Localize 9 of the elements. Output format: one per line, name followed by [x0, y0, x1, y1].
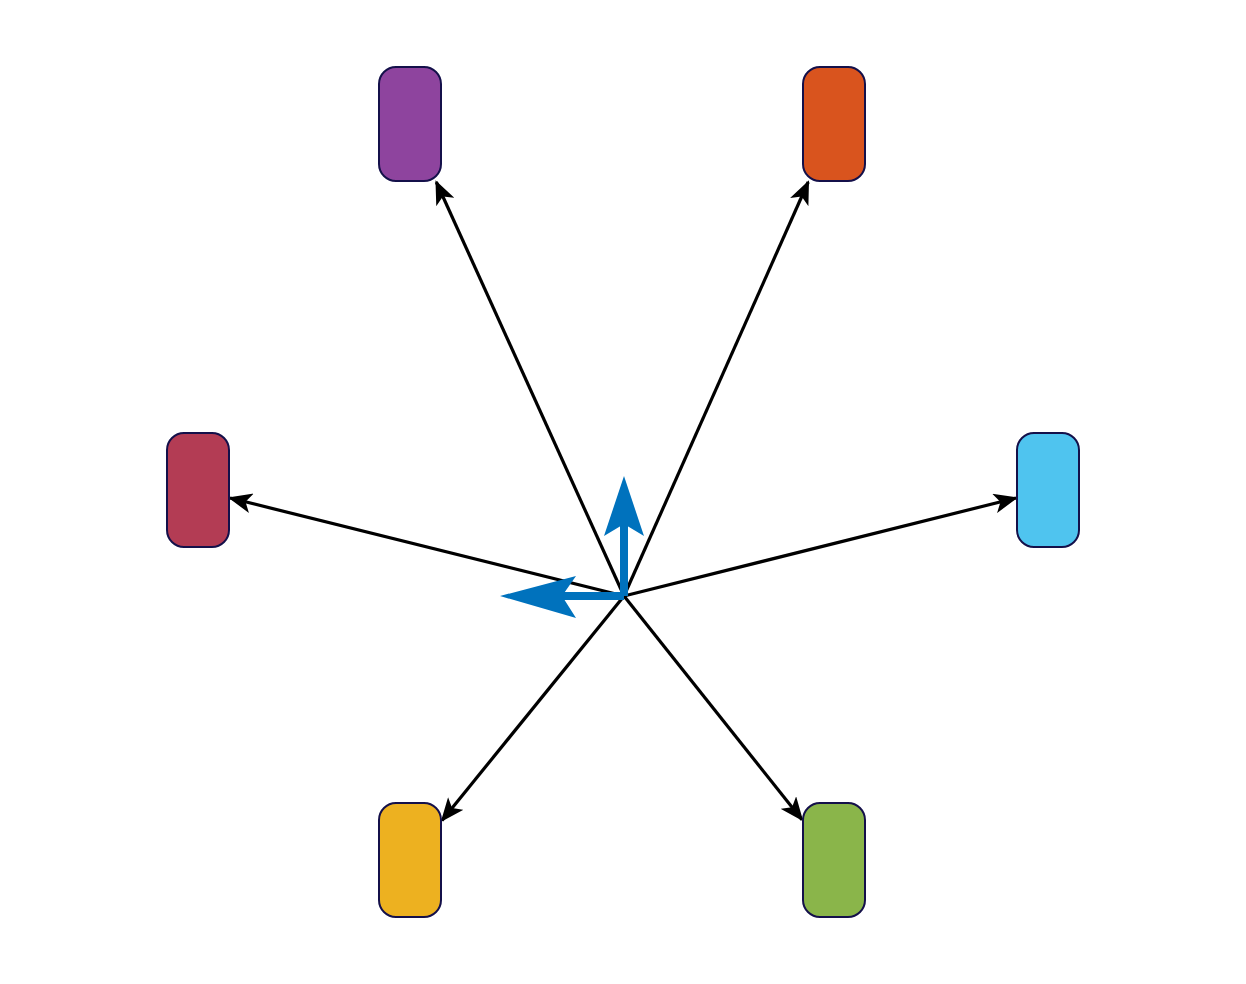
- rounded-box: [166, 432, 230, 548]
- rounded-box: [1016, 432, 1080, 548]
- rounded-box: [378, 66, 442, 182]
- arrow: [440, 595, 626, 823]
- arrow: [622, 595, 804, 822]
- rounded-box: [378, 802, 442, 918]
- rounded-box: [802, 802, 866, 918]
- arrow: [623, 493, 1018, 598]
- rounded-box: [802, 66, 866, 182]
